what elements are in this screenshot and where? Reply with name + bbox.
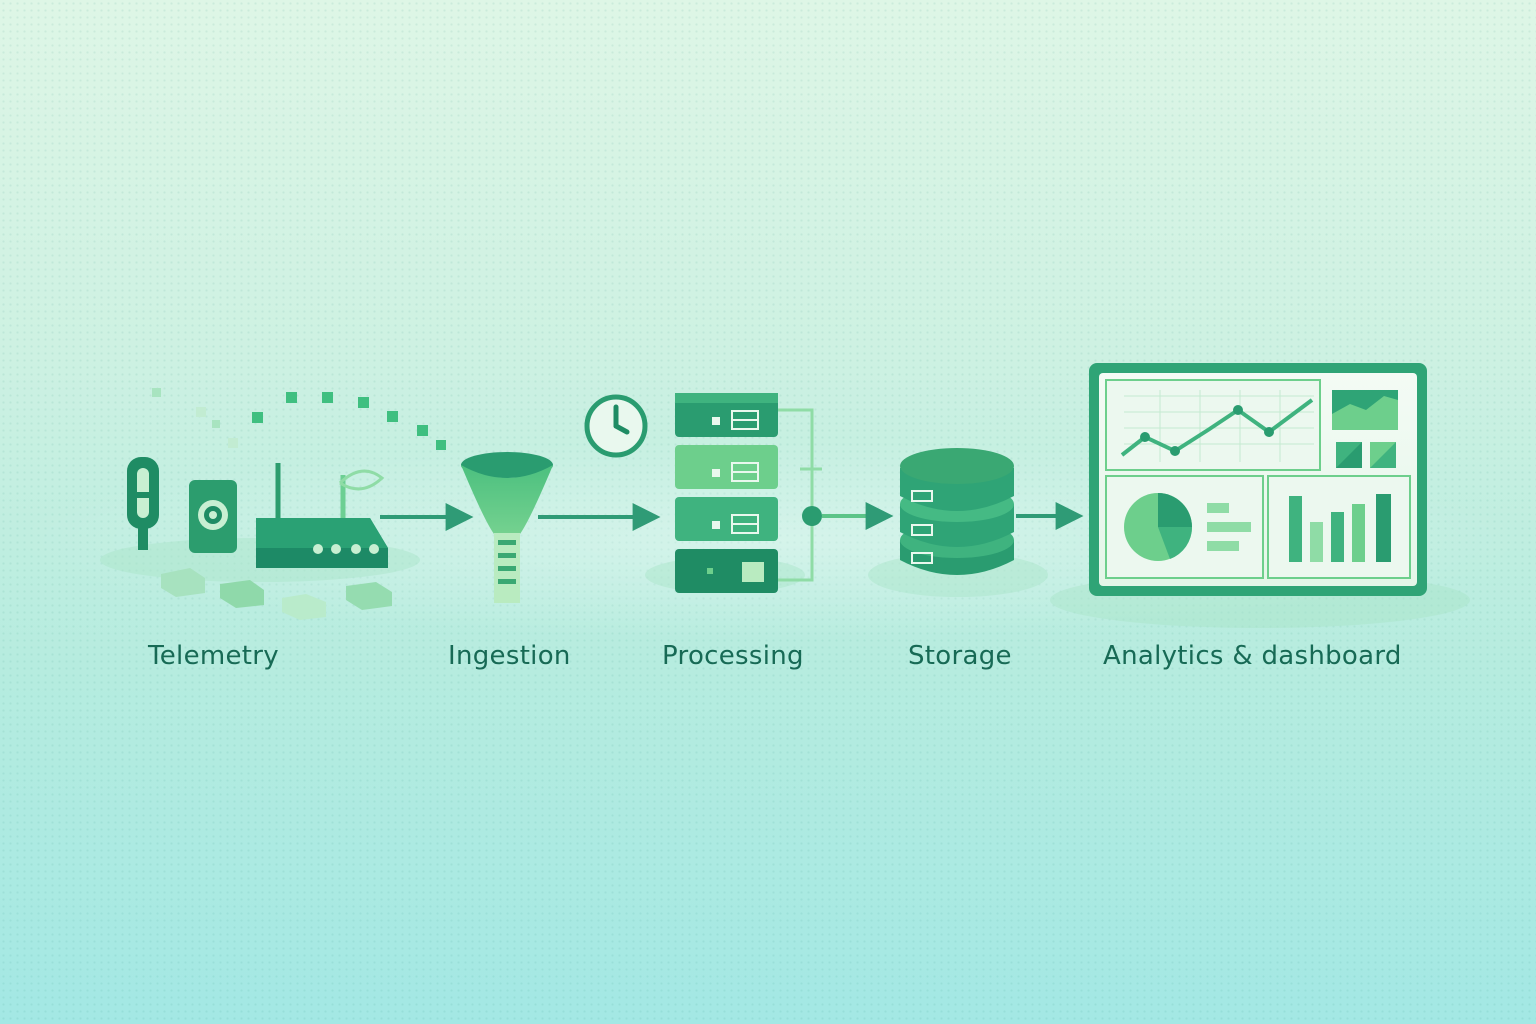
camera-device-icon xyxy=(189,480,237,553)
line-chart-panel xyxy=(1105,379,1321,471)
stage-label-telemetry: Telemetry xyxy=(148,641,279,671)
clock-icon xyxy=(584,394,648,458)
stage-label-analytics: Analytics & dashboard xyxy=(1103,641,1402,671)
server-stack-icon xyxy=(675,393,822,593)
router-icon xyxy=(256,463,388,568)
pie-chart-panel xyxy=(1105,475,1264,579)
stage-label-processing: Processing xyxy=(662,641,804,671)
area-chart-tile xyxy=(1332,390,1398,430)
stage-label-ingestion: Ingestion xyxy=(448,641,571,671)
database-icon xyxy=(900,448,1014,575)
dashboard-icon xyxy=(1089,363,1427,596)
metric-tiles xyxy=(1336,442,1396,468)
data-packet-icon xyxy=(152,388,446,620)
funnel-icon xyxy=(461,452,553,603)
bar-chart-panel xyxy=(1267,475,1411,579)
sensor-devices-icon xyxy=(127,388,446,620)
sensor-icon xyxy=(127,457,159,550)
stage-label-storage: Storage xyxy=(908,641,1012,671)
